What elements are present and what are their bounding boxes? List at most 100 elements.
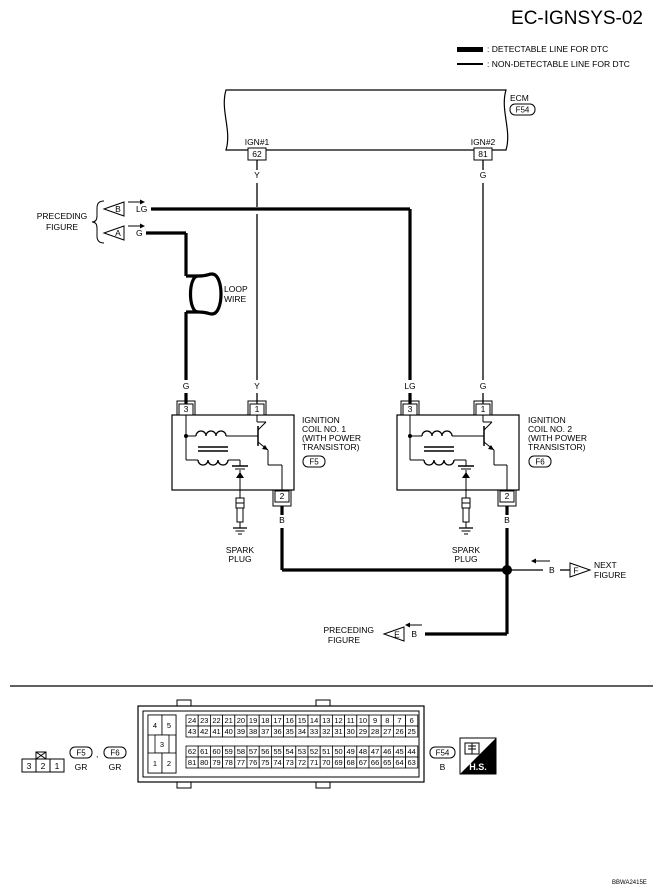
coil-2-label-2: COIL NO. 2 (528, 424, 572, 434)
small-pin-3: 3 (27, 761, 32, 771)
ecm-pin-number: 24 (188, 716, 196, 725)
wire-y-bottom: Y (254, 381, 260, 391)
wire-lg-preceding: LG (136, 204, 147, 214)
ecm-pin-number: 42 (200, 727, 208, 736)
connector-a-label: A (115, 228, 121, 238)
wire-g-coil2: G (480, 381, 487, 391)
loop-label-1: LOOP (224, 284, 248, 294)
ecm-pin-number: 38 (249, 727, 257, 736)
ecm-block: ECM F54 IGN#1 IGN#2 62 81 (223, 89, 536, 161)
ecm-pin-number: 52 (310, 747, 318, 756)
ecm-ign1-label: IGN#1 (245, 137, 270, 147)
ecm-pin-number: 58 (237, 747, 245, 756)
ecm-pin-number: 25 (408, 727, 416, 736)
ecm-pin-number: 13 (322, 716, 330, 725)
ecm-pin-number: 55 (273, 747, 281, 756)
ecm-pin-number: 77 (237, 758, 245, 767)
preceding-label-2: FIGURE (46, 222, 78, 232)
connector-f5-label: F5 (76, 749, 86, 758)
ecm-pin-number: 16 (286, 716, 294, 725)
ecm-pin-number: 4 (153, 721, 157, 730)
ecm-pin-number: 43 (188, 727, 196, 736)
hs-icon: H.S. (459, 737, 497, 775)
ecm-pin-number: 72 (298, 758, 306, 767)
ecm-pin-number: 81 (188, 758, 196, 767)
ecm-pin-number: 46 (383, 747, 391, 756)
ecm-wires: Y Y G G (254, 160, 486, 391)
wire-b-next: B (549, 565, 555, 575)
ecm-pin-number: 34 (298, 727, 306, 736)
ecm-pin-cell (161, 752, 177, 774)
ecm-pin-number: 54 (286, 747, 294, 756)
ecm-pin-number: 68 (347, 758, 355, 767)
ecm-connector-id: F54 (516, 106, 530, 115)
ecm-pin-number: 32 (322, 727, 330, 736)
ecm-pin-number: 21 (225, 716, 233, 725)
ecm-pin-number: 9 (373, 716, 377, 725)
ecm-pin-number: 12 (334, 716, 342, 725)
ecm-pin-number: 35 (286, 727, 294, 736)
ecm-pin-number: 78 (225, 758, 233, 767)
ground-wires: B B B F NEXT FIGURE B E PRECEDING FIGURE (279, 506, 626, 645)
connector-f-flag (569, 562, 592, 578)
ecm-pin-number: 36 (273, 727, 281, 736)
ecm-pin-number: 29 (359, 727, 367, 736)
ecm-pin-number: 6 (410, 716, 414, 725)
coil-2-pin-2: 2 (505, 491, 510, 501)
ecm-pin-number: 8 (385, 716, 389, 725)
ecm-pin-number: 18 (261, 716, 269, 725)
ecm-pin-number: 45 (395, 747, 403, 756)
lg-wire: LG (404, 209, 416, 391)
ecm-pin-number: 28 (371, 727, 379, 736)
ecm-pin-number: 60 (212, 747, 220, 756)
connector-a-flag (102, 225, 125, 241)
ecm-pin-number: 76 (249, 758, 257, 767)
ecm-pin-number: 31 (334, 727, 342, 736)
loop-label-2: WIRE (224, 294, 247, 304)
ecm-pin-number: 2 (167, 759, 171, 768)
ecm-pin-number: 69 (334, 758, 342, 767)
legend-non-detectable: : NON-DETECTABLE LINE FOR DTC (487, 59, 630, 69)
ecm-pin-number: 50 (334, 747, 342, 756)
connector-e-label: E (394, 630, 400, 640)
wire-b-coil2: B (504, 515, 510, 525)
preceding-figure-top: PRECEDING FIGURE B LG A G (37, 199, 410, 276)
legend: : DETECTABLE LINE FOR DTC : NON-DETECTAB… (457, 44, 630, 69)
svg-text:,: , (96, 749, 98, 759)
ecm-pin-number: 3 (160, 740, 164, 749)
coil-1-body (171, 414, 295, 491)
small-pin-2: 2 (41, 761, 46, 771)
ecm-pin-number: 47 (371, 747, 379, 756)
ecm-pin-number: 27 (383, 727, 391, 736)
ecm-pin-number: 65 (383, 758, 391, 767)
ecm-pin-number: 75 (261, 758, 269, 767)
ecm-pin-81: 81 (478, 149, 488, 159)
wire-y-top: Y (254, 170, 260, 180)
coil-1-pin-3: 3 (184, 404, 189, 414)
coil-2-label-3: (WITH POWER (528, 433, 587, 443)
wire-b-preceding: B (411, 629, 417, 639)
wire-lg-coil2: LG (404, 381, 415, 391)
ecm-pin-number: 30 (347, 727, 355, 736)
ecm-pin-number: 56 (261, 747, 269, 756)
next-figure-label-1: NEXT (594, 560, 617, 570)
coil-1-label-1: IGNITION (302, 415, 340, 425)
wire-g-coil1: G (183, 381, 190, 391)
ecm-pin-cell (405, 756, 419, 769)
ecm-pin-number: 26 (395, 727, 403, 736)
connector-f54-color: B (440, 762, 446, 772)
ecm-pin-number: 10 (359, 716, 367, 725)
wire-g-preceding: G (136, 228, 143, 238)
coil-2-body (396, 414, 520, 491)
spark-plug-1-label-1: SPARK (226, 545, 255, 555)
ecm-pin-number: 64 (395, 758, 403, 767)
wire-g-top: G (480, 170, 487, 180)
ignition-coil-1: 3 1 2 (171, 393, 361, 564)
next-figure-label-2: FIGURE (594, 570, 626, 580)
spark-plug-2-label-1: SPARK (452, 545, 481, 555)
ecm-pin-number: 19 (249, 716, 257, 725)
coil-2-label-4: TRANSISTOR) (528, 442, 586, 452)
